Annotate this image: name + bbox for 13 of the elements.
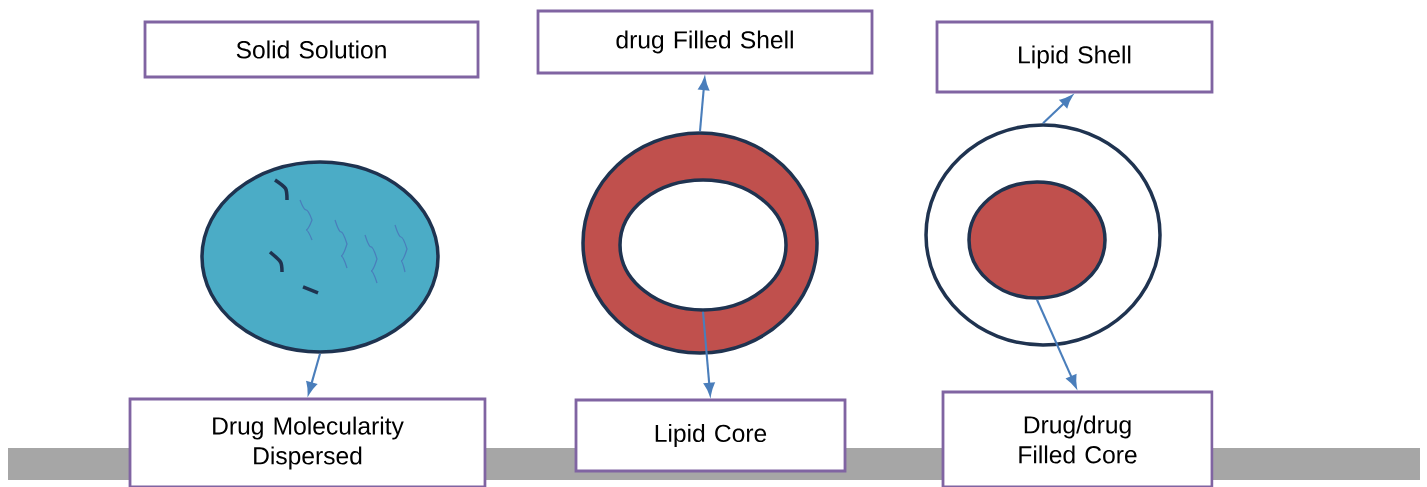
arrow <box>306 353 322 395</box>
arrow <box>1042 95 1073 124</box>
label-box: Drug/drug Filled Core <box>941 390 1214 487</box>
label-box: Lipid Core <box>574 398 847 473</box>
label-box: Solid Solution <box>143 20 480 79</box>
particle-circle <box>200 160 440 354</box>
arrow <box>1036 299 1077 388</box>
label-box: drug Filled Shell <box>536 9 874 75</box>
arrow <box>698 77 710 132</box>
label-box: Drug Molecularity Dispersed <box>128 397 487 487</box>
label-box: Lipid Shell <box>935 20 1214 94</box>
core-circle <box>967 180 1107 300</box>
core-circle <box>618 178 788 312</box>
